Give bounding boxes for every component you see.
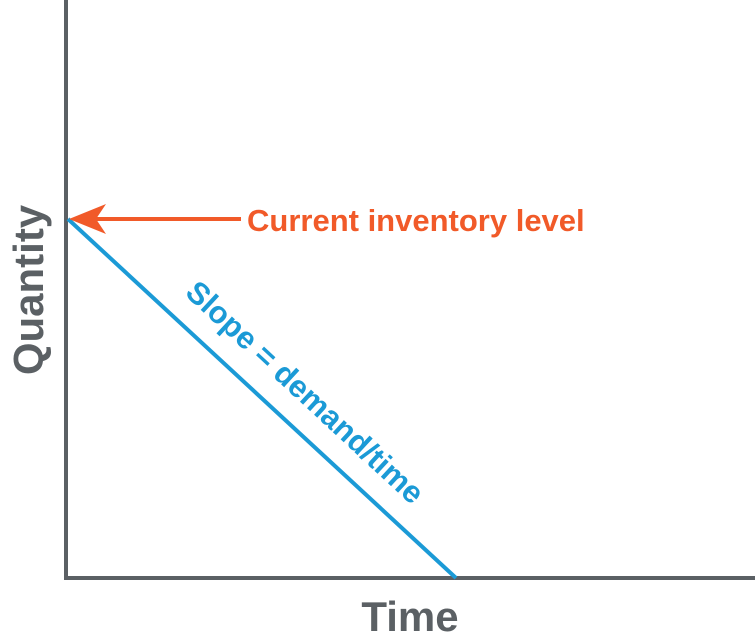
annotation-label: Current inventory level xyxy=(247,203,585,238)
x-axis-label: Time xyxy=(361,593,458,640)
demand-line xyxy=(66,217,458,580)
arrow-head-icon xyxy=(69,204,106,234)
slope-label: Slope = demand/time xyxy=(179,274,431,511)
y-axis-label: Quantity xyxy=(5,204,52,375)
